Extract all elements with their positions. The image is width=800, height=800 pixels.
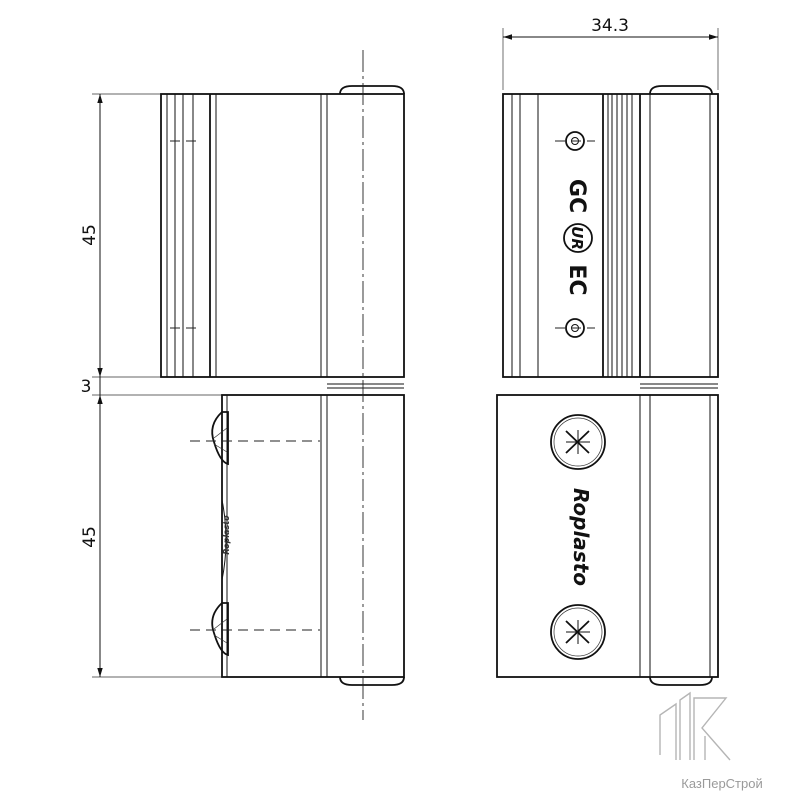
lower-leaf-front bbox=[496, 394, 719, 686]
lower-leaf-side: Roplasto bbox=[221, 394, 405, 678]
ul-symbol-text: UR bbox=[568, 226, 586, 250]
upper-leaf-front bbox=[502, 85, 719, 378]
gap-label: 3 bbox=[81, 377, 92, 397]
adjust-screw-bottom bbox=[555, 318, 595, 338]
lower-height-label: 45 bbox=[80, 526, 100, 548]
ul-recognized-icon bbox=[563, 223, 593, 253]
brand-front-mark: Roplasto bbox=[569, 488, 593, 586]
width-label: 34.3 bbox=[591, 16, 629, 36]
side-view: 45 3 45 bbox=[80, 50, 405, 720]
pin-cap-top bbox=[339, 85, 405, 95]
knuckle-joint bbox=[327, 376, 404, 396]
mark-ec-text: EC bbox=[564, 264, 589, 295]
watermark-text: КазПерСтрой bbox=[681, 776, 763, 791]
width-dimension-lines bbox=[502, 28, 719, 90]
kps-logo-icon bbox=[659, 691, 731, 761]
pin-cap-bottom bbox=[339, 676, 405, 686]
certification-marks: GC UR EC bbox=[563, 179, 593, 296]
phillips-screw-top-icon bbox=[550, 414, 606, 470]
adjust-screw-top bbox=[555, 131, 595, 151]
screw-head-side-top bbox=[211, 411, 229, 466]
phillips-screw-bottom-icon bbox=[550, 604, 606, 660]
front-knuckle-joint bbox=[640, 376, 718, 396]
watermark: КазПерСтрой bbox=[659, 691, 763, 791]
upper-height-label: 45 bbox=[80, 224, 100, 246]
mark-gc-text: GC bbox=[564, 179, 589, 213]
screw-head-side-bottom bbox=[211, 602, 229, 657]
brand-side-mark: Roplasto bbox=[222, 515, 231, 555]
front-view: 34.3 bbox=[496, 16, 719, 686]
upper-leaf-side bbox=[160, 93, 405, 378]
